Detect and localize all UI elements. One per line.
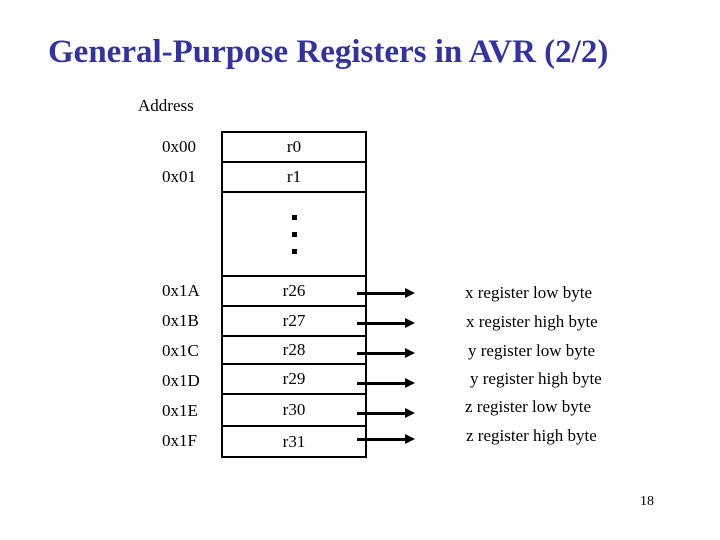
address-label-r28: 0x1C [162,341,199,360]
ellipsis-cell [223,193,365,277]
register-cell-r29: r29 [223,365,365,395]
register-cell-r27: r27 [223,307,365,337]
arrow-head [405,318,415,328]
arrow-shaft [357,321,405,325]
register-cell-r31: r31 [282,431,306,451]
arrow-r30-to-z-low-icon [357,408,415,418]
arrow-head [405,434,415,444]
register-cell-r28: r28 [223,337,365,365]
desc-y-register-low-byte: y register low byte [468,341,595,360]
desc-x-register-high-byte: x register high byte [466,312,598,331]
register-cell-r26: r26 [223,277,365,307]
address-label-r26: 0x1A [162,281,200,300]
arrow-r31-to-z-high-icon [357,434,415,444]
desc-y-register-high-byte: y register high byte [470,369,602,388]
address-label-r31: 0x1F [162,431,197,450]
vertical-ellipsis-icon [291,214,297,220]
arrow-r28-to-y-low-icon [357,348,415,358]
vertical-ellipsis-icon [291,248,297,254]
address-column-header: Address [138,96,194,115]
address-label-r1: 0x01 [162,167,196,186]
arrow-r29-to-y-high-icon [357,378,415,388]
arrow-shaft [357,351,405,355]
slide-title: General-Purpose Registers in AVR (2/2) [48,34,609,70]
address-label-r27: 0x1B [162,311,199,330]
register-cell-r0: r0 [223,133,365,163]
arrow-shaft [357,291,405,295]
register-file-box: r0 r1 r26 r27 r28 r29 r30 r31 [221,131,367,458]
register-cell-r1: r1 [223,163,365,193]
desc-z-register-high-byte: z register high byte [466,426,597,445]
arrow-r27-to-x-high-icon [357,318,415,328]
arrow-shaft [357,437,405,441]
desc-x-register-low-byte: x register low byte [465,283,592,302]
register-cell-r30: r30 [223,395,365,427]
vertical-ellipsis-icon [291,231,297,237]
arrow-head [405,378,415,388]
arrow-shaft [357,381,405,385]
address-label-r30: 0x1E [162,401,198,420]
address-label-r0: 0x00 [162,137,196,156]
arrow-head [405,288,415,298]
desc-z-register-low-byte: z register low byte [465,397,592,416]
arrow-r26-to-x-low-icon [357,288,415,298]
arrow-head [405,348,415,358]
arrow-head [405,408,415,418]
page-number: 18 [640,494,654,509]
arrow-shaft [357,411,405,415]
address-label-r29: 0x1D [162,371,200,390]
